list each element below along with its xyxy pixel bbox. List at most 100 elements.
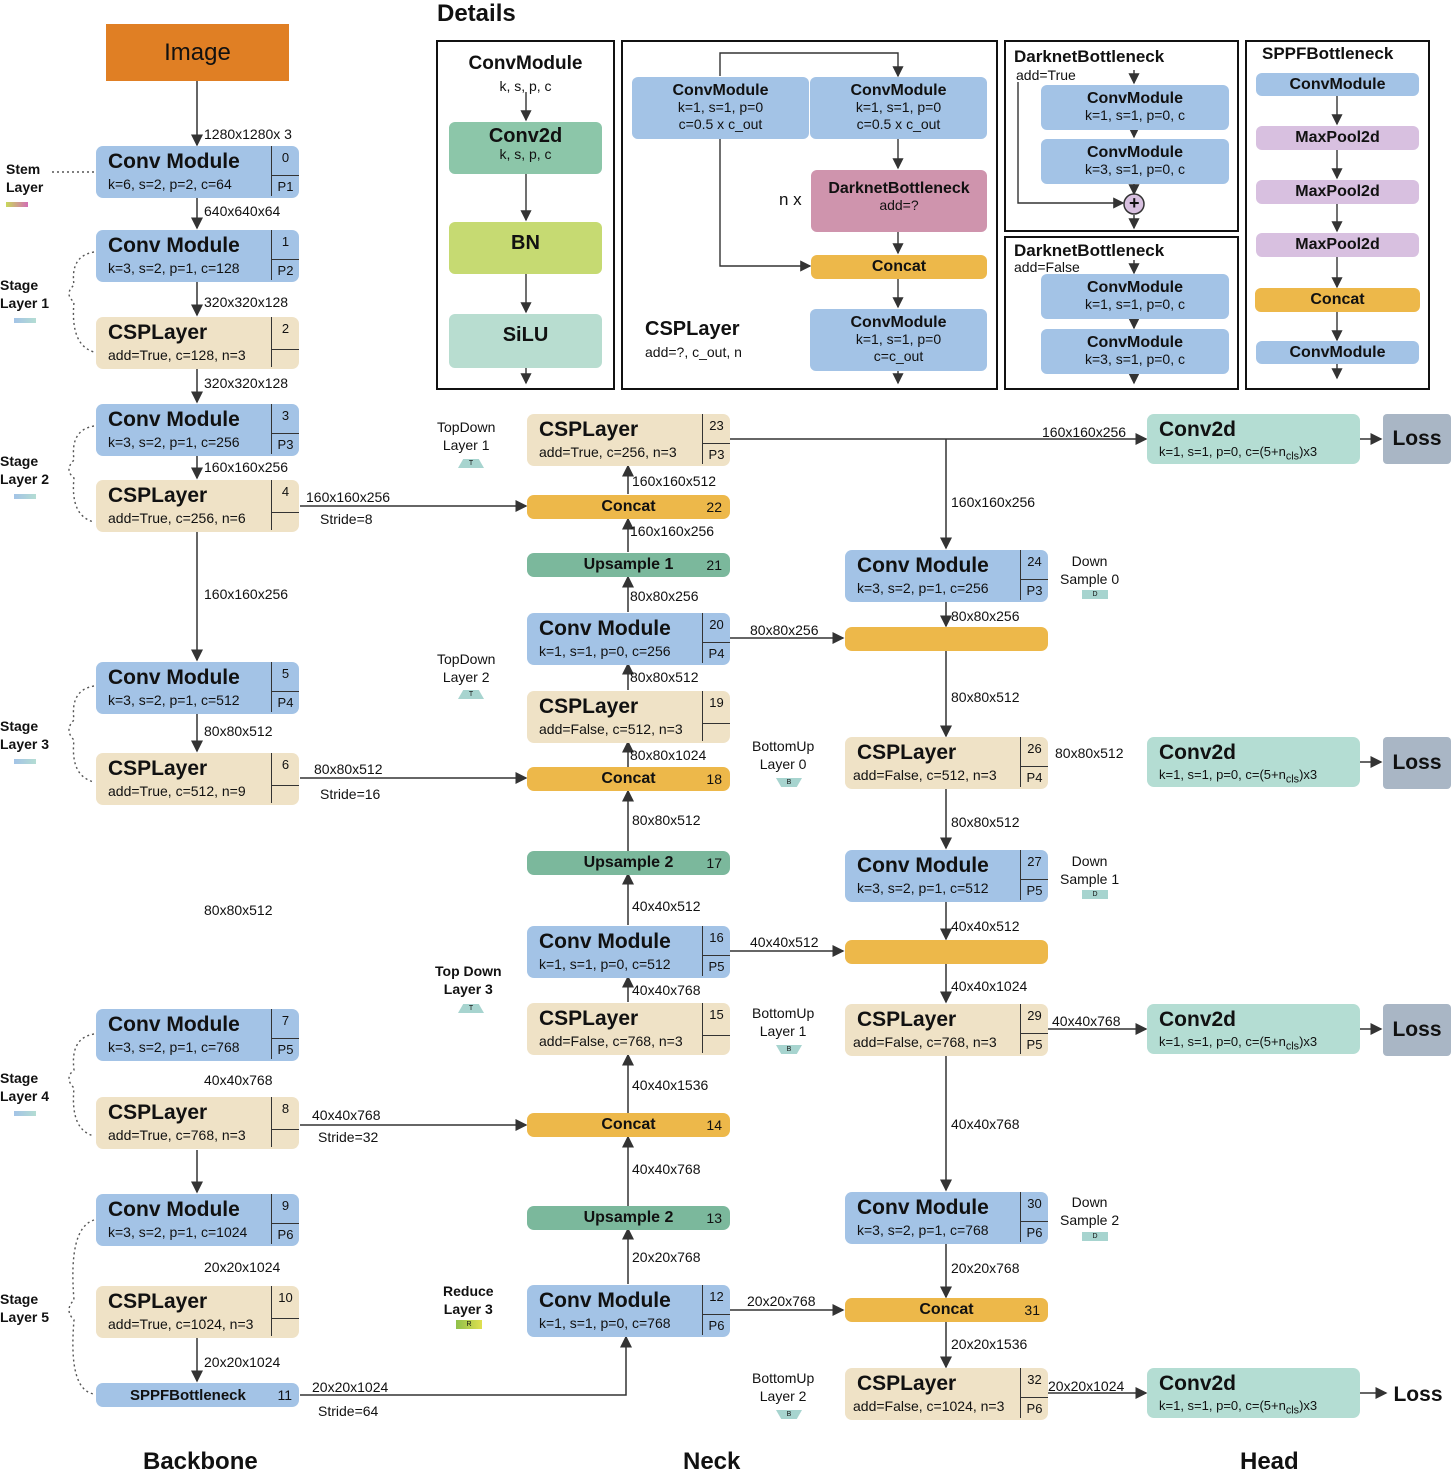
edge-label: 20x20x768 <box>747 1293 816 1309</box>
edge-label: 40x40x768 <box>632 982 701 998</box>
add-node-icon <box>1123 193 1145 215</box>
edge-label: 80x80x1024 <box>630 747 707 763</box>
downsample-tag: D <box>1082 1232 1108 1241</box>
edge-label: 80x80x256 <box>750 622 819 638</box>
detail-sppf-conv-in: ConvModule <box>1256 73 1419 96</box>
edge-label: 40x40x768 <box>1052 1013 1121 1029</box>
downsample-tag: D <box>1082 890 1108 899</box>
detail-csp-repeat-label: n x <box>779 190 802 209</box>
detail-csp-concat: Concat <box>811 255 987 279</box>
stride-label: Stride=32 <box>318 1129 379 1145</box>
detail-sppf-maxpool-3: MaxPool2d <box>1256 233 1419 257</box>
detail-csp-title: CSPLayer <box>645 318 740 340</box>
node-28-concat <box>845 940 1048 964</box>
reduce-tag: R <box>456 1320 482 1329</box>
add-symbol: + <box>1129 193 1140 213</box>
image-input: Image <box>106 24 289 81</box>
loss-p4: Loss <box>1383 737 1451 789</box>
edge-label: 160x160x256 <box>1042 424 1127 440</box>
edge-label: 40x40x512 <box>632 898 701 914</box>
edge-label: 160x160x256 <box>630 523 715 539</box>
edge-label: 20x20x1024 <box>312 1379 389 1395</box>
loss-p5: Loss <box>1383 1004 1451 1056</box>
edge-label: 80x80x256 <box>951 608 1020 624</box>
edge-label: 80x80x512 <box>204 723 273 739</box>
edge-label: 20x20x1536 <box>951 1336 1028 1352</box>
edge-label: 40x40x768 <box>951 1116 1020 1132</box>
edge-label: 20x20x1024 <box>204 1354 281 1370</box>
edge-label: 20x20x768 <box>632 1249 701 1265</box>
stride-label: Stride=64 <box>318 1403 379 1419</box>
head-conv2d-p6: Conv2d k=1, s=1, p=0, c=(5+ncls)x3 <box>1147 1368 1360 1418</box>
topdown-tag: T <box>458 459 484 468</box>
edge-label: 80x80x512 <box>951 689 1020 705</box>
head-conv2d-p4: Conv2d k=1, s=1, p=0, c=(5+ncls)x3 <box>1147 737 1360 787</box>
edge-label: 80x80x512 <box>632 812 701 828</box>
edge-label: 160x160x512 <box>632 473 717 489</box>
topdown-tag: T <box>458 690 484 699</box>
detail-sppf-conv-out: ConvModule <box>1256 341 1419 364</box>
head-title: Head <box>1240 1448 1299 1475</box>
edge-label: 80x80x512 <box>1055 745 1124 761</box>
bottomup-tag: B <box>776 778 802 787</box>
edge-label: 80x80x256 <box>630 588 699 604</box>
edge-label: 80x80x512 <box>204 902 273 918</box>
edge-label: 160x160x256 <box>306 489 391 505</box>
bottomup-tag: B <box>776 1045 802 1054</box>
detail-bn-box: BN <box>449 222 602 274</box>
edge-label: 80x80x512 <box>951 814 1020 830</box>
edge-label: 80x80x512 <box>314 761 383 777</box>
detail-sppf-maxpool-2: MaxPool2d <box>1256 180 1419 204</box>
stride-label: Stride=8 <box>320 511 373 527</box>
detail-sppf-maxpool-1: MaxPool2d <box>1256 126 1419 150</box>
edge-label: 160x160x256 <box>951 494 1036 510</box>
edge-label: 40x40x768 <box>312 1107 381 1123</box>
edge-label: 40x40x512 <box>951 918 1020 934</box>
details-sppf-panel: SPPFBottleneck ConvModule MaxPool2d MaxP… <box>1245 40 1430 390</box>
